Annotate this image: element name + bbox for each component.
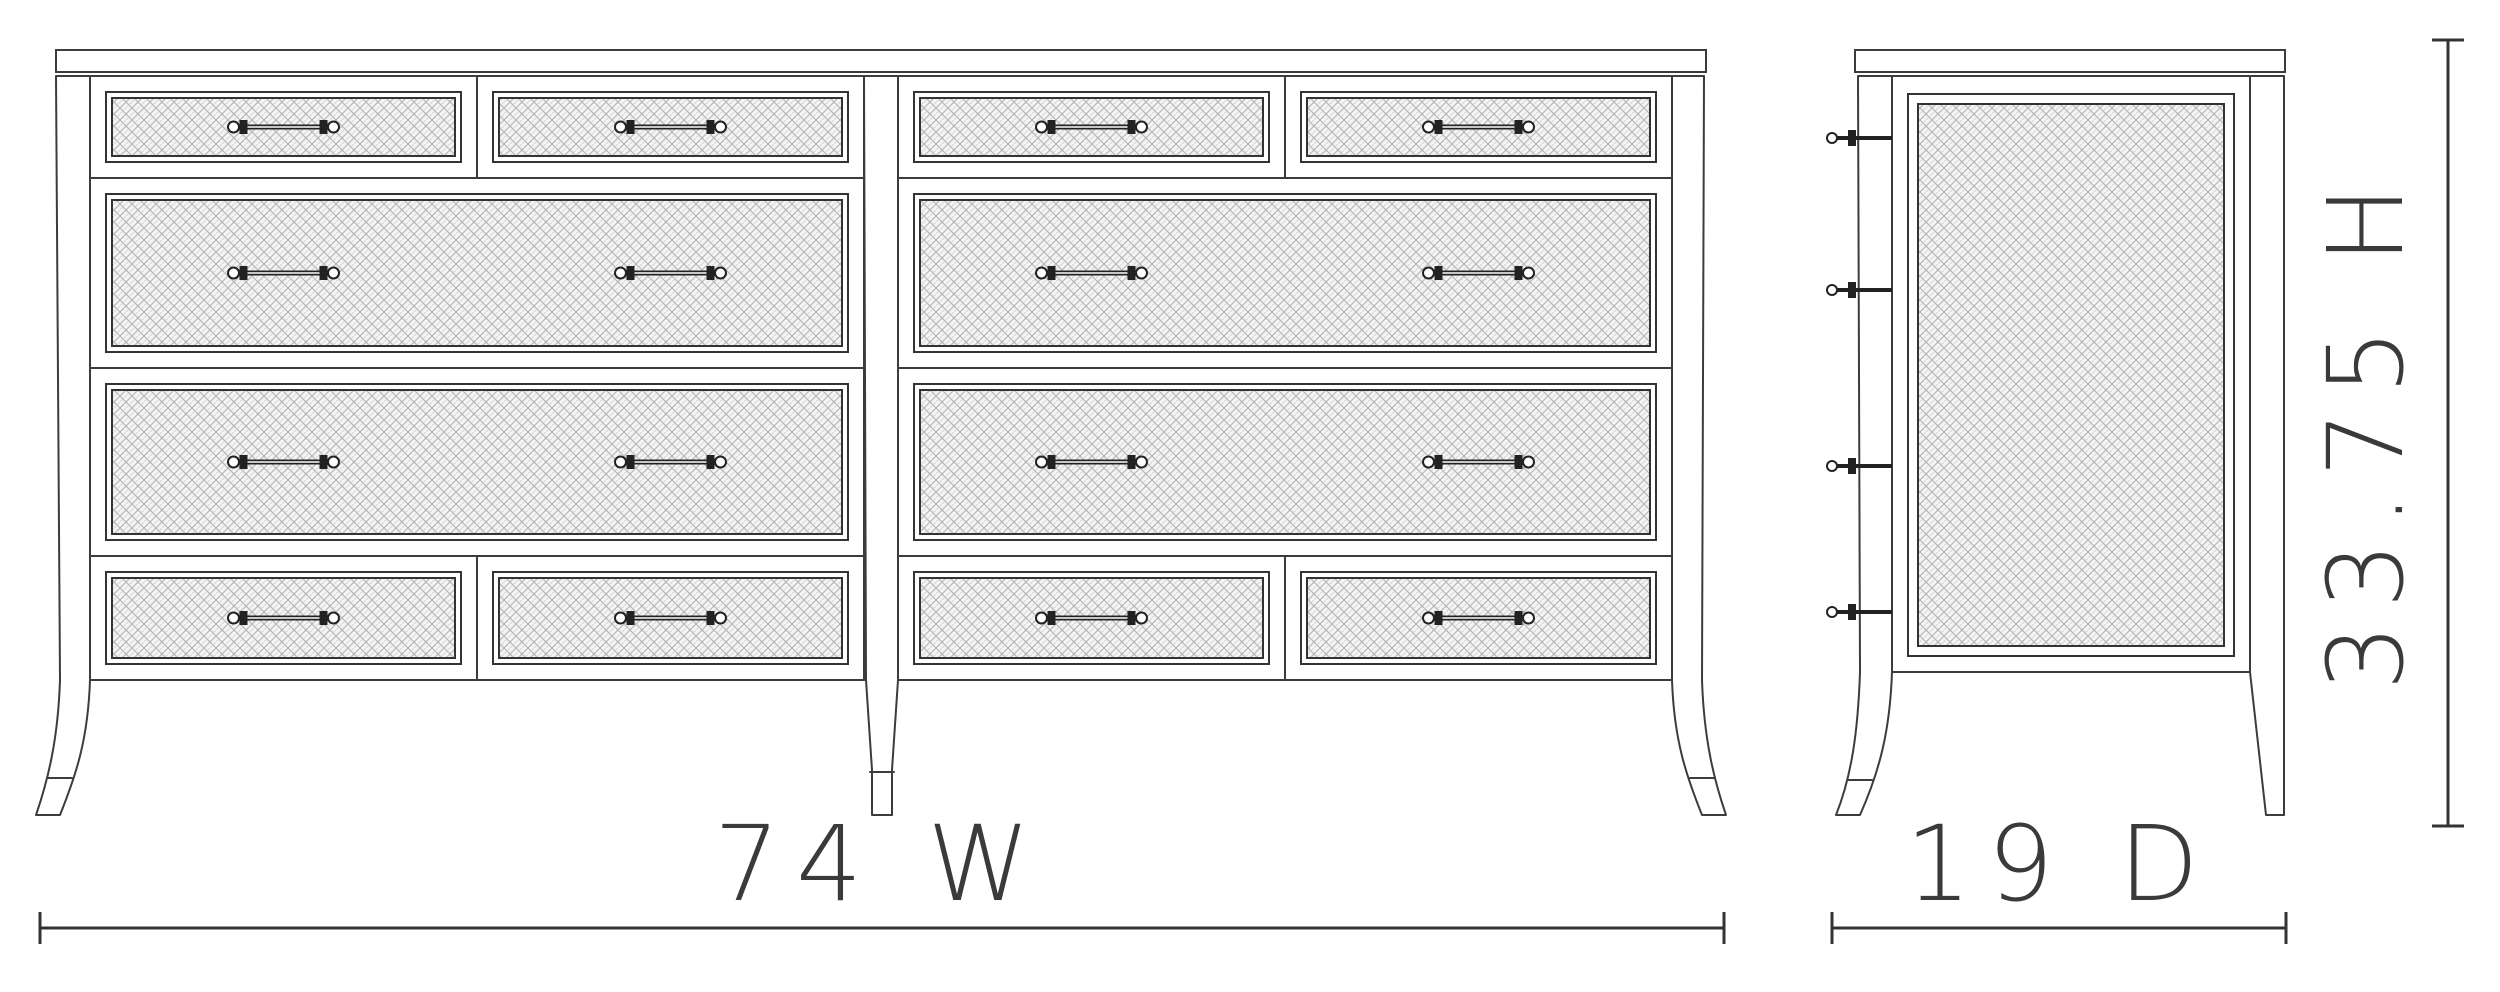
- bar-pull-icon[interactable]: [1422, 120, 1535, 134]
- width-label: 74 W: [714, 803, 1046, 925]
- drawer[interactable]: [476, 555, 865, 681]
- side-front-leg: [1835, 75, 1893, 816]
- bar-pull-icon[interactable]: [614, 120, 727, 134]
- bar-pull-icon[interactable]: [614, 611, 727, 625]
- bar-pull-icon[interactable]: [1035, 455, 1148, 469]
- drawer[interactable]: [897, 177, 1673, 369]
- drawer[interactable]: [897, 75, 1286, 179]
- drawer[interactable]: [89, 75, 478, 179]
- bar-pull-icon[interactable]: [227, 120, 340, 134]
- front-left-leg: [35, 75, 91, 816]
- height-dimension: 33.75 H: [2305, 38, 2464, 828]
- bar-pull-icon[interactable]: [1035, 266, 1148, 280]
- drawer[interactable]: [1284, 555, 1673, 681]
- drawer[interactable]: [476, 75, 865, 179]
- bar-pull-icon[interactable]: [1422, 266, 1535, 280]
- side-pull-icon: [1826, 604, 1892, 620]
- front-top-slab: [55, 49, 1707, 73]
- side-pulls: [1826, 130, 1892, 620]
- drawer[interactable]: [89, 555, 478, 681]
- height-label: 33.75 H: [2305, 170, 2427, 691]
- drawer[interactable]: [1284, 75, 1673, 179]
- side-view: [1826, 49, 2286, 816]
- side-cane-panel: [1917, 103, 2225, 647]
- side-pull-icon: [1826, 130, 1892, 146]
- side-pull-icon: [1826, 458, 1892, 474]
- bar-pull-icon[interactable]: [227, 611, 340, 625]
- side-top-slab: [1854, 49, 2286, 73]
- depth-label: 19 D: [1905, 803, 2214, 925]
- drawer[interactable]: [89, 367, 865, 557]
- front-center-leg: [863, 75, 899, 816]
- bar-pull-icon[interactable]: [227, 455, 340, 469]
- front-view: [35, 49, 1727, 816]
- bar-pull-icon[interactable]: [1035, 120, 1148, 134]
- drawer[interactable]: [897, 367, 1673, 557]
- bar-pull-icon[interactable]: [614, 455, 727, 469]
- side-back-leg: [2249, 75, 2285, 816]
- drawer[interactable]: [89, 177, 865, 369]
- bar-pull-icon[interactable]: [614, 266, 727, 280]
- bar-pull-icon[interactable]: [1422, 455, 1535, 469]
- bar-pull-icon[interactable]: [227, 266, 340, 280]
- side-case: [1891, 75, 2251, 673]
- depth-dimension: 19 D: [1830, 803, 2288, 944]
- bar-pull-icon[interactable]: [1035, 611, 1148, 625]
- side-pull-icon: [1826, 282, 1892, 298]
- front-drawer-area: [89, 75, 1673, 681]
- width-dimension: 74 W: [38, 803, 1726, 944]
- bar-pull-icon[interactable]: [1422, 611, 1535, 625]
- drawer[interactable]: [897, 555, 1286, 681]
- front-right-leg: [1671, 75, 1727, 816]
